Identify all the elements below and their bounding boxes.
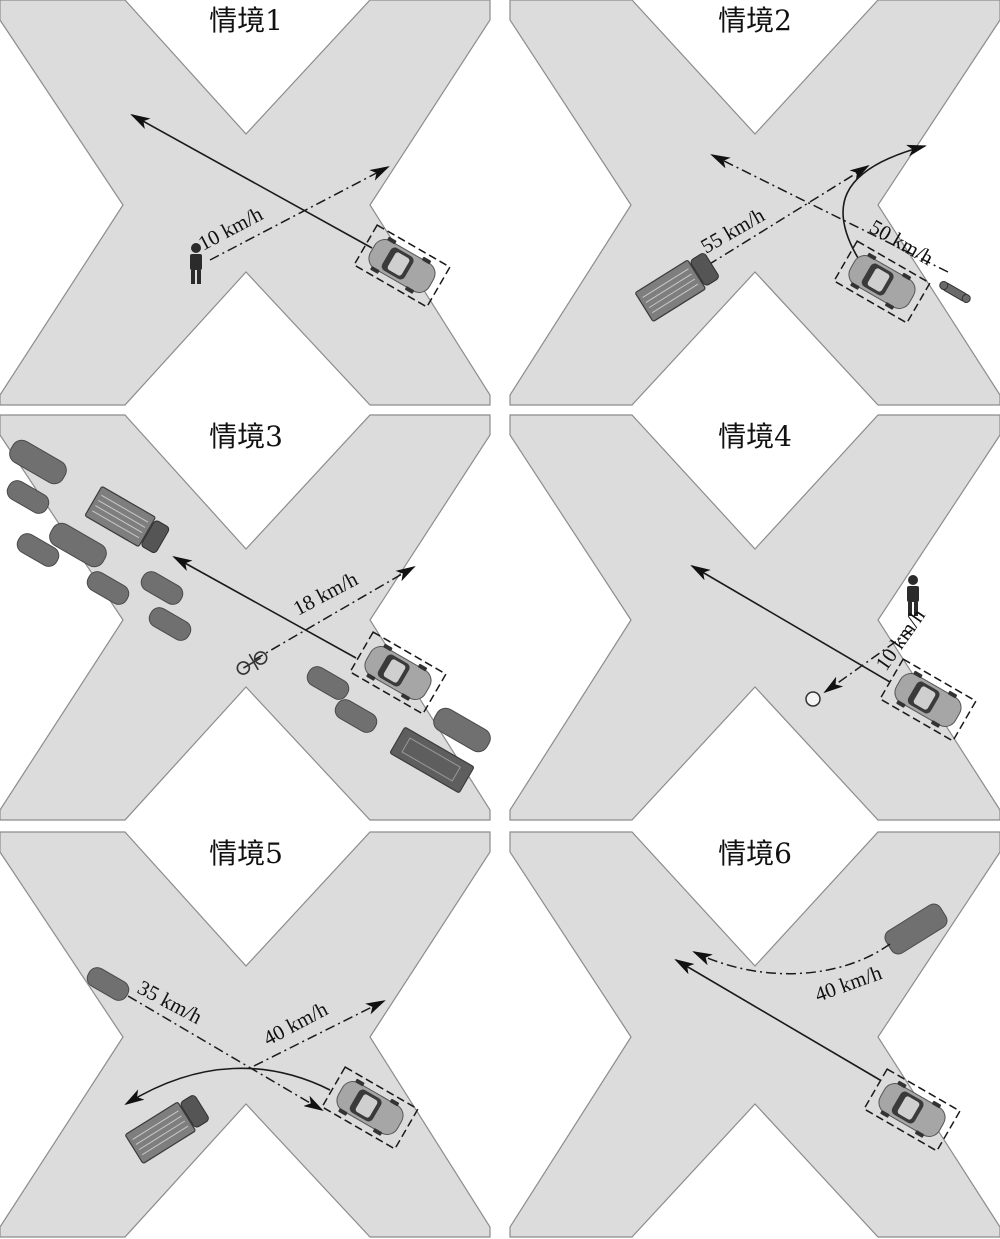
- ego-straight-path: [253, 1000, 386, 1067]
- panel-title: 情境3: [209, 420, 283, 453]
- panel-5: 情境5 35 km/h 40 km/h: [0, 831, 491, 1238]
- oncoming-turn-path: [692, 943, 891, 975]
- intersection-road: [0, 0, 491, 406]
- panel-4: 情境4 10 km/h: [509, 414, 1000, 821]
- intersection-road: [509, 831, 1000, 1238]
- bicycle-icon: [236, 651, 268, 675]
- oncoming-car-path: [127, 995, 324, 1112]
- truck-path: [707, 164, 870, 266]
- intersection-road: [509, 414, 1000, 821]
- intersection-road: [0, 831, 491, 1238]
- ego-left-turn-path: [842, 144, 927, 259]
- intersection-road: [509, 0, 1000, 406]
- panel-title: 情境5: [209, 837, 283, 870]
- ego-path: [674, 958, 881, 1081]
- panel-3: 情境3 18 km/h: [0, 414, 495, 821]
- ego-path: [690, 564, 891, 683]
- cyclist-path: [253, 565, 416, 661]
- panel-title: 情境2: [718, 4, 792, 37]
- panel-title: 情境1: [209, 4, 283, 37]
- truck-icon: [389, 727, 475, 793]
- pedestrian-path: [209, 166, 390, 261]
- panel-2: 情境2 55 km/h 50 km/h: [509, 0, 1000, 406]
- motorcycle-icon: [939, 281, 971, 303]
- ball-icon: [805, 691, 821, 707]
- panel-6: 情境6 40 km/h: [509, 831, 1000, 1238]
- ego-path: [172, 556, 357, 659]
- motorcycle-path: [710, 154, 949, 273]
- panel-title: 情境4: [718, 420, 792, 453]
- truck-left-turn-path: [124, 1067, 331, 1106]
- panel-title: 情境6: [718, 837, 792, 870]
- panel-1: 情境1 10 km/h: [0, 0, 491, 406]
- oncoming-car-icon: [884, 903, 948, 955]
- ego-path: [130, 114, 373, 249]
- pedestrian-path: [823, 629, 913, 694]
